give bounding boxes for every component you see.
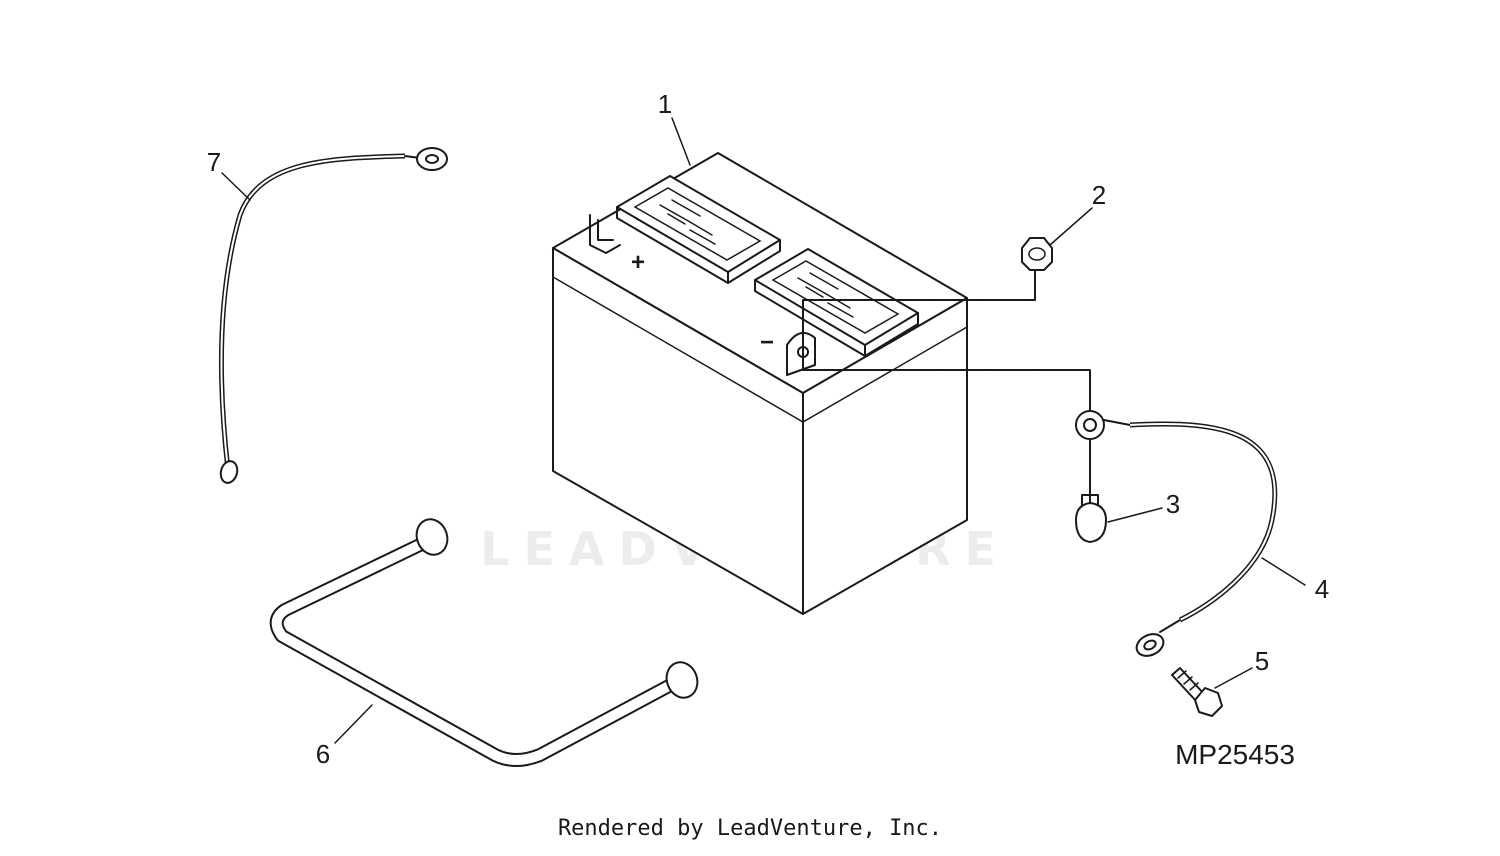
assembly-lines — [802, 261, 1091, 506]
cap-screw[interactable] — [1171, 667, 1223, 717]
terminal-bolt[interactable] — [1075, 494, 1107, 543]
callout-6: 6 — [316, 739, 330, 769]
battery[interactable]: + − — [552, 152, 968, 615]
callout-1: 1 — [658, 89, 672, 119]
callout-4: 4 — [1315, 574, 1329, 604]
positive-terminal-symbol: + — [631, 249, 645, 276]
figure-id: MP25453 — [1175, 739, 1295, 770]
hex-nut[interactable] — [1021, 237, 1053, 271]
callout-2: 2 — [1092, 180, 1106, 210]
footer-credit: Rendered by LeadVenture, Inc. — [557, 816, 943, 841]
callout-7: 7 — [207, 147, 221, 177]
negative-terminal-symbol: − — [760, 329, 774, 356]
positive-cable[interactable] — [218, 147, 448, 485]
hold-down-bracket[interactable] — [269, 515, 703, 767]
callout-3: 3 — [1166, 489, 1180, 519]
negative-cable[interactable] — [1075, 410, 1278, 660]
callout-5: 5 — [1255, 646, 1269, 676]
leader-lines — [221, 117, 1306, 744]
